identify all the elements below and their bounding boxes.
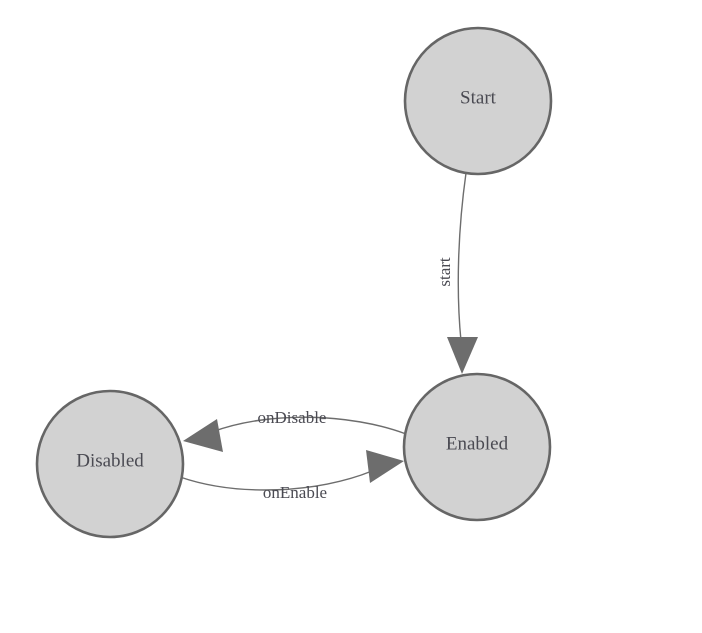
state-node-enabled[interactable]: Enabled (402, 372, 552, 522)
edge-disabled-to-enabled-arrowhead (366, 450, 404, 483)
state-node-enabled-label: Enabled (446, 433, 509, 454)
edge-start-to-enabled[interactable]: start (435, 172, 478, 374)
edge-enabled-to-disabled-path (211, 416, 407, 435)
edge-enabled-to-disabled[interactable]: onDisable (183, 408, 407, 452)
edge-enabled-to-disabled-label: onDisable (258, 408, 327, 427)
edge-disabled-to-enabled[interactable]: onEnable (179, 450, 404, 502)
edge-start-to-enabled-arrowhead (447, 337, 478, 374)
state-node-start-circle (403, 26, 553, 176)
edge-disabled-to-enabled-label: onEnable (263, 483, 327, 502)
state-node-start-label: Start (460, 87, 497, 108)
edge-disabled-to-enabled-path (179, 470, 373, 491)
edge-start-to-enabled-path (457, 172, 467, 342)
state-node-start[interactable]: Start (403, 26, 553, 176)
state-node-disabled-circle (35, 389, 185, 539)
state-node-disabled-label: Disabled (76, 450, 144, 471)
edge-enabled-to-disabled-arrowhead (183, 419, 223, 452)
state-node-disabled[interactable]: Disabled (35, 389, 185, 539)
edge-start-to-enabled-label: start (435, 257, 454, 287)
state-node-enabled-circle (402, 372, 552, 522)
